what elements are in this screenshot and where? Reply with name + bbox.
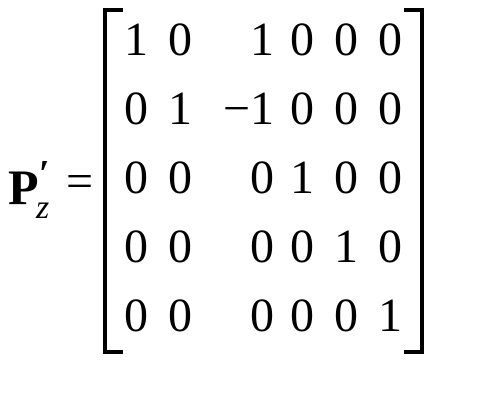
equals-sign: =	[66, 155, 94, 208]
matrix-cell: 0	[378, 82, 402, 135]
matrix-cell: 0	[124, 151, 148, 204]
matrix-cell: 1	[250, 13, 274, 66]
matrix-cell: 1	[124, 13, 148, 66]
matrix-cell: 0	[168, 13, 192, 66]
matrix-cell: −1	[222, 82, 274, 135]
matrix-cell: 0	[290, 82, 314, 135]
matrix-name: P ′ z =	[8, 153, 100, 225]
matrix-cell: 0	[378, 13, 402, 66]
subscript-z: z	[36, 189, 50, 226]
matrix-cell: 0	[168, 220, 192, 273]
matrix-cell: 0	[378, 151, 402, 204]
matrix-cell: 0	[290, 220, 314, 273]
matrix-cell: 0	[250, 151, 274, 204]
matrix-cell: 1	[290, 151, 314, 204]
prime-mark: ′	[39, 153, 50, 195]
matrix-cell: 0	[168, 289, 192, 342]
matrix-cell: 1	[378, 289, 402, 342]
matrix-cell: 0	[168, 151, 192, 204]
matrix-cell: 0	[250, 289, 274, 342]
symbol-p: P	[8, 159, 39, 215]
matrix-cell: 0	[124, 289, 148, 342]
matrix-cell: 0	[334, 13, 358, 66]
matrix-cell: 0	[334, 151, 358, 204]
left-bracket	[103, 8, 123, 354]
matrix-cell: 1	[334, 220, 358, 273]
matrix-cell: 1	[168, 82, 192, 135]
matrix-cell: 0	[250, 220, 274, 273]
matrix-cell: 0	[124, 220, 148, 273]
matrix-cell: 0	[124, 82, 148, 135]
matrix-cell: 0	[334, 289, 358, 342]
matrix-cell: 0	[378, 220, 402, 273]
right-bracket	[404, 8, 424, 354]
matrix-cell: 0	[290, 289, 314, 342]
matrix-cell: 0	[334, 82, 358, 135]
matrix-cell: 0	[290, 13, 314, 66]
